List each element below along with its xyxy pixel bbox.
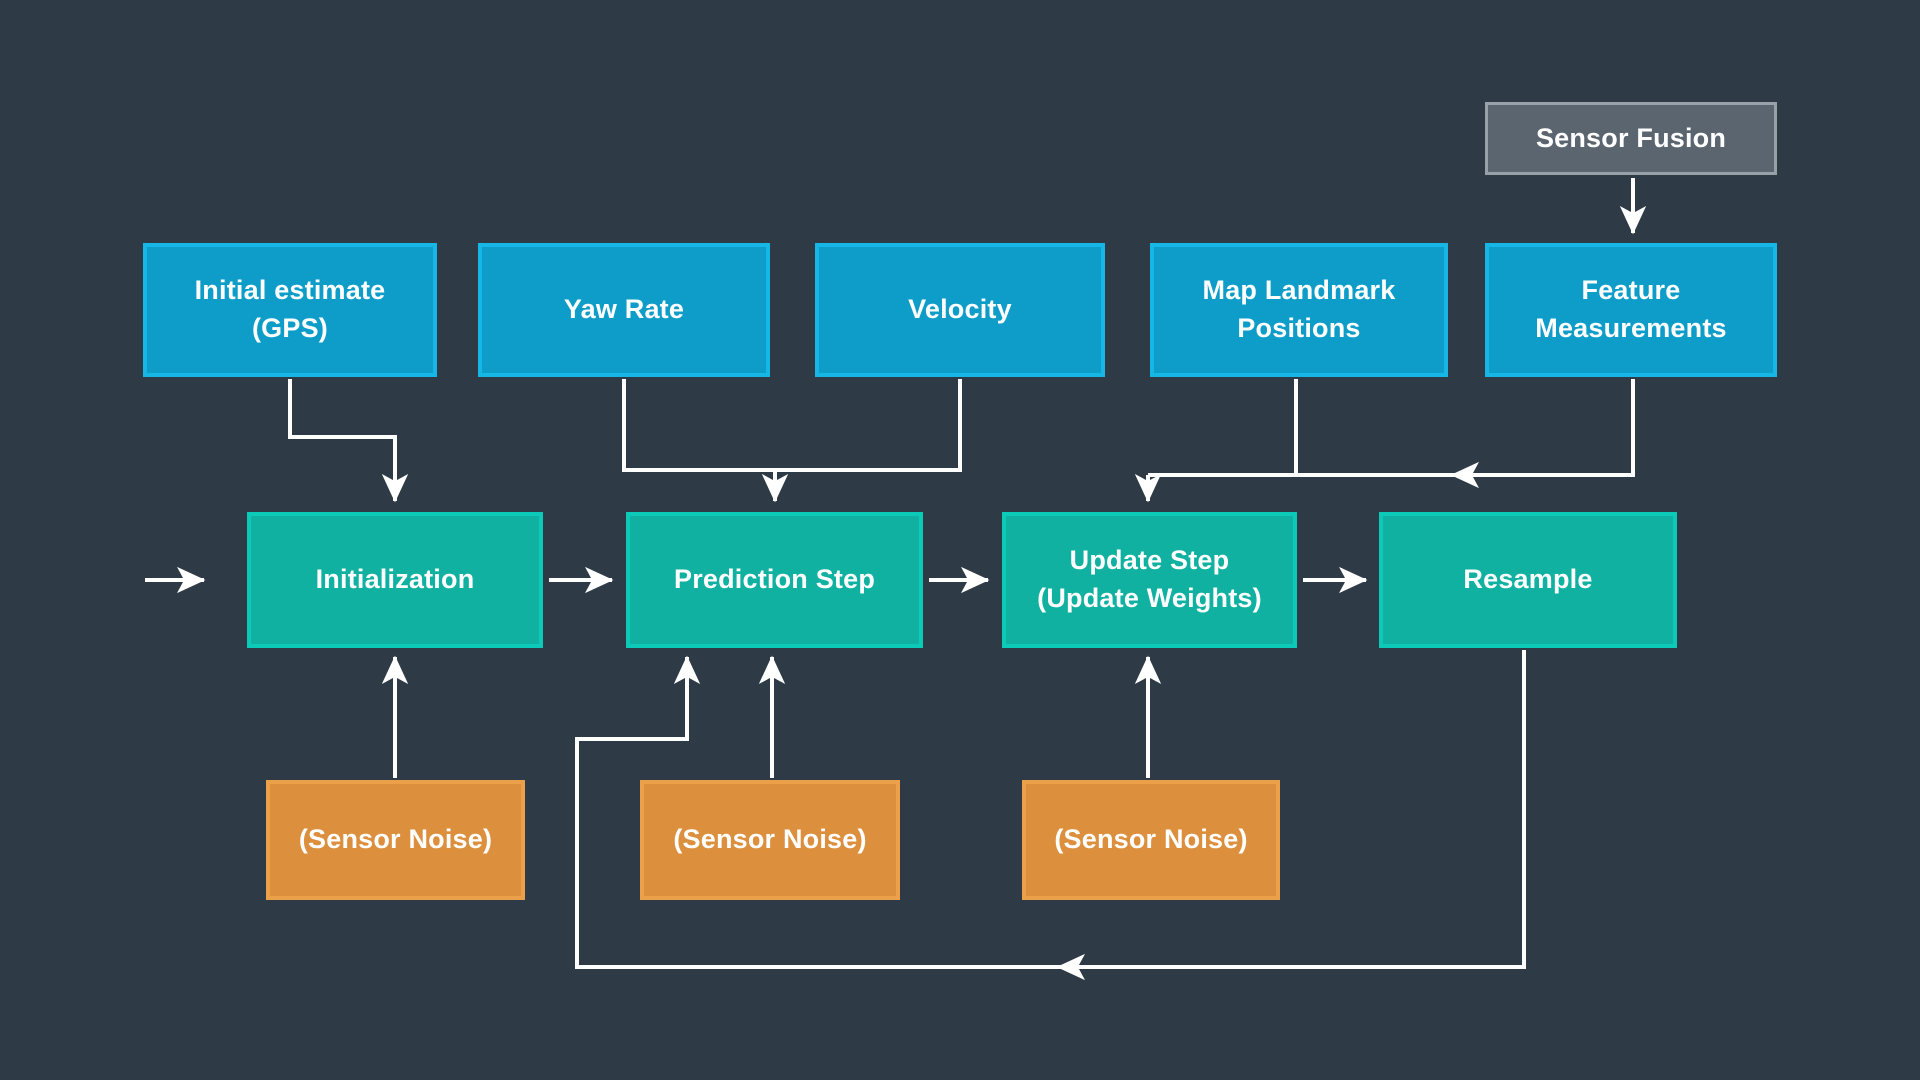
node-yaw-rate: Yaw Rate (478, 243, 770, 377)
node-initialization: Initialization (247, 512, 543, 648)
node-map-landmark-positions: Map Landmark Positions (1150, 243, 1448, 377)
node-prediction-step: Prediction Step (626, 512, 923, 648)
node-velocity: Velocity (815, 243, 1105, 377)
arrow-initialestimate-to-initialization (288, 379, 409, 503)
node-sensor-fusion: Sensor Fusion (1485, 102, 1777, 175)
node-sensor-noise-prediction: (Sensor Noise) (640, 780, 900, 900)
node-sensor-noise-update: (Sensor Noise) (1022, 780, 1280, 900)
node-feature-measurements: Feature Measurements (1485, 243, 1777, 377)
node-initial-estimate-gps: Initial estimate (GPS) (143, 243, 437, 377)
line-yawrate-velocity-merge (622, 379, 962, 472)
node-sensor-noise-initialization: (Sensor Noise) (266, 780, 525, 900)
arrow-feature-leftward (1450, 379, 1635, 489)
node-resample: Resample (1379, 512, 1677, 648)
node-update-step: Update Step (Update Weights) (1002, 512, 1297, 648)
